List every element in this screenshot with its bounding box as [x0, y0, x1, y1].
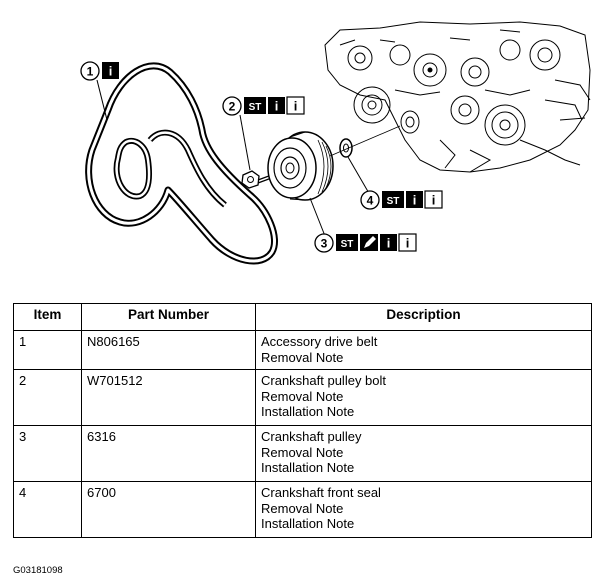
svg-text:4: 4: [367, 194, 374, 208]
item-cell: 1: [13, 330, 82, 370]
table-header-row: Item Part Number Description: [13, 303, 592, 331]
callout-3: 3 ST i i: [314, 233, 417, 253]
crankshaft-front-seal: [339, 138, 353, 158]
description-line: Accessory drive belt: [261, 334, 378, 349]
description-cell: Crankshaft pulley Removal Note Installat…: [255, 425, 592, 482]
callout-2: 2 ST i i: [222, 96, 305, 116]
header-item: Item: [13, 303, 82, 331]
info-outline-icon: i: [406, 236, 410, 251]
installation-note-link[interactable]: Installation Note: [261, 404, 355, 419]
installation-note-link[interactable]: Installation Note: [261, 460, 355, 475]
parts-table: Item Part Number Description 1 N806165 A…: [13, 303, 592, 538]
crankshaft-pulley: [267, 131, 334, 201]
table-row: 4 6700 Crankshaft front seal Removal Not…: [13, 481, 592, 538]
description-cell: Crankshaft front seal Removal Note Insta…: [255, 481, 592, 538]
special-tool-icon: ST: [387, 196, 400, 207]
figure-code: G03181098: [13, 565, 63, 576]
description-line: Crankshaft front seal: [261, 485, 381, 500]
accessory-drive-belt: [85, 62, 279, 265]
part-number-cell: 6316: [81, 425, 256, 482]
table-row: 2 W701512 Crankshaft pulley bolt Removal…: [13, 369, 592, 426]
callout-1: 1 i: [80, 61, 119, 81]
info-outline-icon: i: [294, 99, 298, 114]
header-description: Description: [255, 303, 592, 331]
svg-text:3: 3: [321, 237, 328, 251]
table-row: 1 N806165 Accessory drive belt Removal N…: [13, 330, 592, 370]
part-number-cell: 6700: [81, 481, 256, 538]
special-tool-icon: ST: [341, 239, 354, 250]
description-line: Crankshaft pulley bolt: [261, 373, 387, 388]
header-part-number: Part Number: [81, 303, 256, 331]
installation-note-link[interactable]: Installation Note: [261, 516, 355, 531]
item-cell: 4: [13, 481, 82, 538]
table-row: 3 6316 Crankshaft pulley Removal Note In…: [13, 425, 592, 482]
callout-4: 4 ST i i: [360, 190, 443, 210]
part-number-cell: N806165: [81, 330, 256, 370]
engine-front-illustration: [324, 21, 591, 173]
description-line: Crankshaft pulley: [261, 429, 362, 444]
info-icon: i: [387, 236, 391, 251]
info-icon: i: [275, 99, 279, 114]
description-cell: Accessory drive belt Removal Note: [255, 330, 592, 370]
exploded-parts-diagram: 1 i 2 ST i i 3: [80, 21, 591, 265]
info-icon: i: [109, 64, 113, 79]
info-outline-icon: i: [432, 193, 436, 208]
removal-note-link[interactable]: Removal Note: [261, 500, 344, 516]
description-cell: Crankshaft pulley bolt Removal Note Inst…: [255, 369, 592, 426]
removal-note-link[interactable]: Removal Note: [261, 349, 344, 365]
special-tool-icon: ST: [249, 102, 262, 113]
removal-note-link[interactable]: Removal Note: [261, 388, 344, 404]
info-icon: i: [413, 193, 417, 208]
part-number-cell: W701512: [81, 369, 256, 426]
svg-text:2: 2: [229, 100, 236, 114]
svg-text:1: 1: [87, 65, 94, 79]
item-cell: 3: [13, 425, 82, 482]
item-cell: 2: [13, 369, 82, 426]
removal-note-link[interactable]: Removal Note: [261, 444, 344, 460]
